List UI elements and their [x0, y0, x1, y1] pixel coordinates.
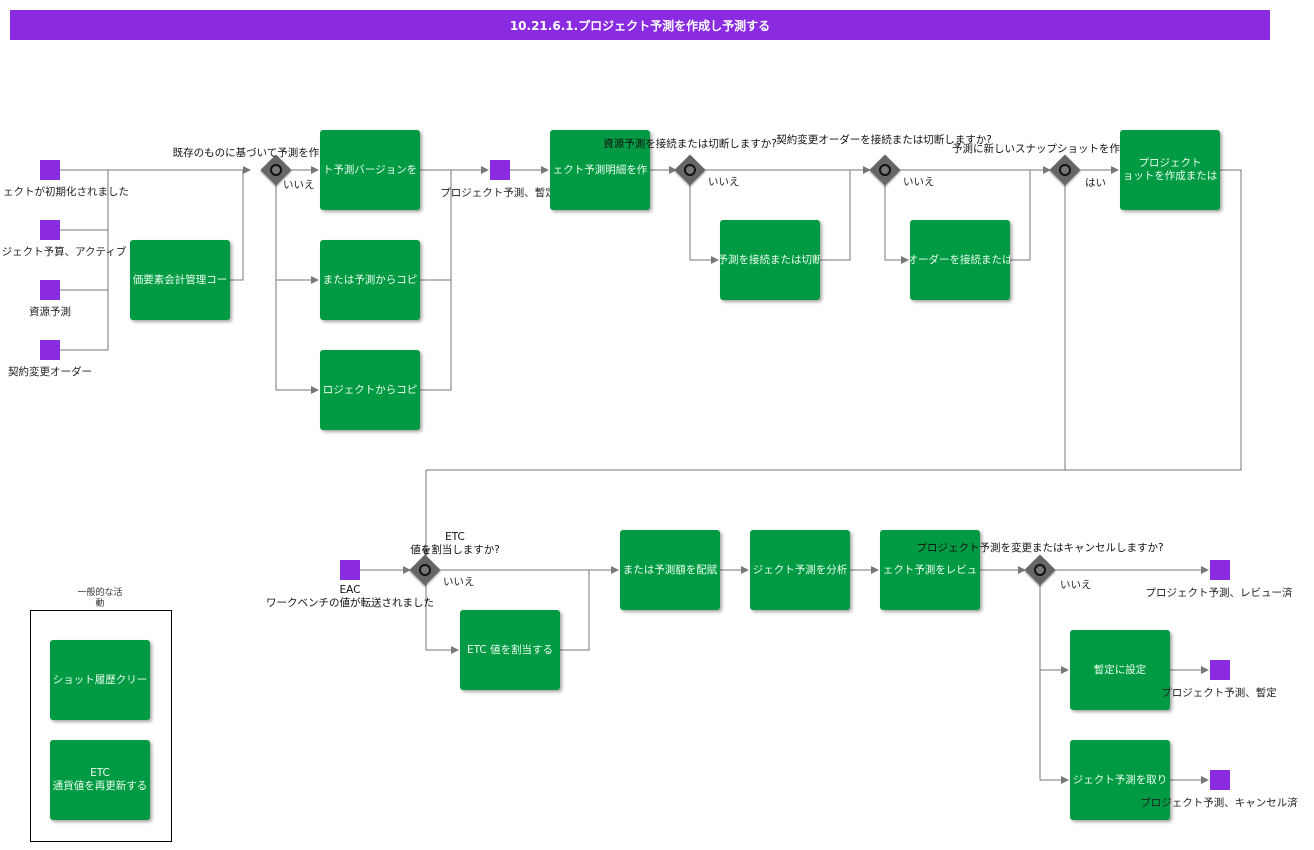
end-event-cancelled[interactable] — [1210, 770, 1230, 790]
task-create-forecast-version[interactable]: ト予測バージョンを — [320, 130, 420, 210]
task-connect-change-order[interactable]: オーダーを接続または — [910, 220, 1010, 300]
task-set-provisional[interactable]: 暫定に設定 — [1070, 630, 1170, 710]
legend-task-recalc-etc[interactable]: ETC 通貨値を再更新する — [50, 740, 150, 820]
start-event-initialized[interactable] — [40, 160, 60, 180]
task-copy-from-project[interactable]: ロジェクトからコピ — [320, 350, 420, 430]
task-create-forecast-lines[interactable]: ェクト予測明細を作 — [550, 130, 650, 210]
gateway-change-or-cancel-question: プロジェクト予測を変更またはキャンセルしますか? — [916, 542, 1164, 554]
end-event-provisional[interactable] — [1210, 660, 1230, 680]
task-connect-resource-forecast[interactable]: 予測を接続または切断 — [720, 220, 820, 300]
start-event-resource-forecast[interactable] — [40, 280, 60, 300]
gateway-assign-etc-no: いいえ — [443, 576, 475, 588]
gateway-ring-icon — [416, 561, 434, 579]
end-event-reviewed[interactable] — [1210, 560, 1230, 580]
task-assign-etc-values[interactable]: ETC 値を割当する — [460, 610, 560, 690]
event-eac-transferred-label: EAC ワークベンチの値が転送されました — [266, 584, 434, 609]
start-event-change-order[interactable] — [40, 340, 60, 360]
event-forecast-provisional[interactable] — [490, 160, 510, 180]
gateway-change-or-cancel-no: いいえ — [1060, 579, 1092, 591]
task-allocate-forecast-amount[interactable]: または予測額を配賦 — [620, 530, 720, 610]
gateway-change-order-no: いいえ — [903, 176, 935, 188]
diagram-title: 10.21.6.1.プロジェクト予測を作成し予測する — [10, 10, 1270, 40]
gateway-resource-forecast-question: 資源予測を接続または切断しますか? — [603, 138, 777, 150]
gateway-ring-icon — [681, 161, 699, 179]
gateway-ring-icon — [267, 161, 285, 179]
event-eac-transferred[interactable] — [340, 560, 360, 580]
gateway-change-order-question: 契約変更オーダーを接続または切断しますか? — [776, 134, 992, 146]
gateway-ring-icon — [1031, 561, 1049, 579]
task-copy-from-forecast[interactable]: または予測からコピ — [320, 240, 420, 320]
gateway-based-on-existing-no: いいえ — [283, 179, 315, 191]
gateway-assign-etc-question: ETC 値を割当しますか? — [410, 531, 500, 556]
task-analyze-forecast[interactable]: ジェクト予測を分析 — [750, 530, 850, 610]
task-create-snapshot[interactable]: プロジェクト ョットを作成または — [1120, 130, 1220, 210]
start-event-budget-active[interactable] — [40, 220, 60, 240]
legend-title: 一般的な活 動 — [77, 588, 123, 609]
task-cost-element[interactable]: 価要素会計管理コー — [130, 240, 230, 320]
legend-box — [30, 610, 172, 842]
gateway-ring-icon — [1056, 161, 1074, 179]
gateway-new-snapshot-yes: はい — [1085, 177, 1106, 189]
end-event-cancelled-label: プロジェクト予測、キャンセル済 — [1140, 797, 1298, 809]
start-event-resource-forecast-label: 資源予測 — [29, 306, 71, 318]
end-event-reviewed-label: プロジェクト予測、レビュー済 — [1145, 587, 1293, 599]
event-forecast-provisional-label: プロジェクト予測、暫定 — [440, 187, 556, 199]
legend-task-snapshot-history[interactable]: ショット履歴クリー — [50, 640, 150, 720]
end-event-provisional-label: プロジェクト予測、暫定 — [1161, 687, 1277, 699]
task-cancel-forecast[interactable]: ジェクト予測を取り — [1070, 740, 1170, 820]
gateway-ring-icon — [876, 161, 894, 179]
start-event-budget-active-label: ジェクト予算、アクティブ — [1, 246, 127, 258]
start-event-change-order-label: 契約変更オーダー — [8, 366, 92, 378]
task-review-forecast[interactable]: ェクト予測をレビュ — [880, 530, 980, 610]
gateway-resource-forecast-no: いいえ — [708, 176, 740, 188]
start-event-initialized-label: ェクトが初期化されました — [3, 186, 129, 198]
